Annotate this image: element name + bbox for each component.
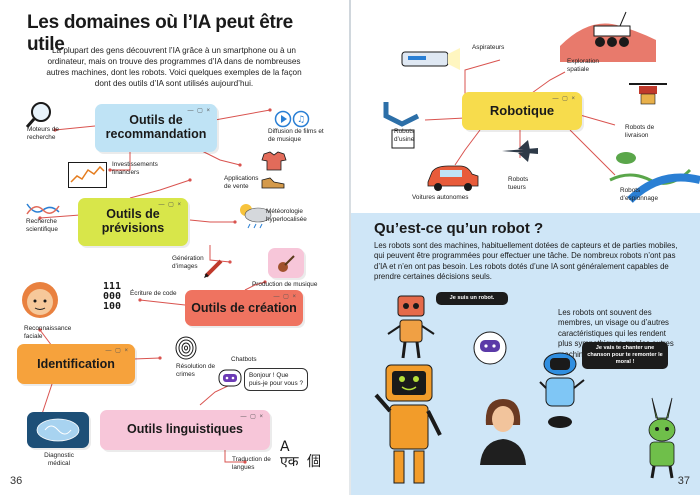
section-title: Qu’est-ce qu’un robot ? (374, 220, 544, 237)
page-number-right: 37 (677, 475, 690, 487)
creation-label: Outils de création (191, 301, 297, 315)
window-controls-icon: — ▢ × (273, 294, 297, 300)
recommendation-box: — ▢ × Outils de recommandation (95, 104, 217, 152)
medical-label: Diagnostic médical (44, 452, 74, 467)
search-engines-label: Moteurs de recherche (27, 126, 59, 141)
brain-scan-icon (36, 418, 80, 442)
blue-robot-icon (539, 352, 585, 428)
language-label: Outils linguistiques (127, 422, 243, 436)
space-rover-icon (560, 11, 656, 62)
weather-icon (240, 204, 272, 229)
delivery-label: Robots de livraison (625, 124, 655, 139)
guitar-icon (278, 255, 295, 272)
chatbot-speech-bubble: Bonjour ! Que puis-je pour vous ? (244, 368, 308, 392)
play-music-icon: ♫ (274, 110, 310, 128)
shirt-shoe-icon (261, 151, 287, 189)
window-controls-icon: — ▢ × (158, 202, 182, 208)
chatbots-label: Chatbots (231, 356, 257, 363)
vacuums-label: Aspirateurs (472, 44, 505, 51)
window-controls-icon: — ▢ × (552, 96, 576, 102)
language-box: — ▢ × Outils linguistiques (100, 410, 270, 450)
big-orange-robot-icon (374, 364, 442, 484)
forecast-box: — ▢ × Outils de prévisions (78, 198, 188, 246)
face-recognition-label: Reconnaissance faciale (24, 325, 72, 340)
cars-label: Voitures autonomes (412, 194, 469, 201)
spy-snake-robot-icon (609, 152, 700, 203)
song-speech-bubble: Je vais te chanter une chanson pour te r… (582, 342, 668, 369)
book-spine (349, 0, 351, 495)
identification-label: Identification (37, 357, 115, 371)
magnifier-icon (25, 102, 51, 128)
pencil-icon (204, 259, 223, 278)
intro-text: La plupart des gens découvrent l’IA grâc… (46, 46, 302, 88)
creation-box: — ▢ × Outils de création (185, 290, 303, 326)
spy-label: Robots d’espionnage (620, 187, 659, 202)
ball-robot-icon (473, 331, 507, 365)
face-icon (22, 282, 58, 318)
stock-chart-icon (68, 162, 107, 188)
weather-label: Météorologie hyperlocalisée (266, 208, 307, 223)
scientific-label: Recherche scientifique (26, 218, 58, 233)
window-controls-icon: — ▢ × (105, 348, 129, 354)
music-prod-label: Production de musique (252, 281, 318, 288)
page-title: Les domaines où l’IA peut être utile (27, 12, 293, 55)
binary-code: 111 000 100 (103, 281, 122, 312)
translation-label: Traduction de langues (232, 456, 271, 471)
identification-box: — ▢ × Identification (17, 344, 135, 384)
recommendation-label: Outils de recommandation (105, 113, 207, 141)
crime-solving-label: Résolution de crimes (176, 363, 216, 378)
self-driving-car-icon (427, 165, 479, 191)
financial-label: Investissements financiers (112, 161, 158, 176)
human-figure-icon (480, 399, 526, 465)
streaming-label: Diffusion de films et de musique (268, 128, 324, 143)
vacuum-robot-icon (401, 48, 460, 70)
page-number-left: 36 (10, 475, 23, 487)
dna-icon (26, 203, 60, 215)
window-controls-icon: — ▢ × (187, 108, 211, 114)
medical-scan-window (27, 412, 89, 448)
factory-arm-icon (383, 102, 420, 149)
delivery-drone-icon (629, 83, 667, 105)
sales-apps-label: Applications de vente (224, 175, 259, 190)
code-writing-label: Écriture de code (130, 290, 177, 297)
green-rabbit-robot-icon (648, 397, 676, 479)
forecast-label: Outils de prévisions (101, 207, 165, 235)
section-text: Les robots sont des machines, habituelle… (374, 241, 678, 282)
script-characters: A एक 個 (280, 439, 321, 470)
factory-label: Robots d’usine (394, 128, 415, 143)
robotics-label: Robotique (489, 103, 555, 118)
window-controls-icon: — ▢ × (240, 414, 264, 420)
image-gen-label: Génération d’images (172, 255, 204, 270)
robot-speech-bubble: Je suis un robot. (436, 292, 508, 305)
right-page: Aspirateurs Exploration spatiale Robots … (350, 0, 700, 495)
fingerprint-icon (175, 336, 197, 360)
guitar-window (268, 248, 304, 278)
chatbot-icon (218, 369, 242, 387)
space-label: Exploration spatiale (567, 58, 599, 73)
robotics-box: — ▢ × Robotique (462, 92, 582, 130)
left-page: Les domaines où l’IA peut être utile La … (10, 12, 324, 487)
small-robot-icon (387, 295, 435, 359)
svg-text:♫: ♫ (297, 115, 305, 125)
killer-label: Robots tueurs (508, 176, 529, 191)
connector-lines (38, 108, 272, 464)
killer-drone-icon (502, 140, 538, 162)
